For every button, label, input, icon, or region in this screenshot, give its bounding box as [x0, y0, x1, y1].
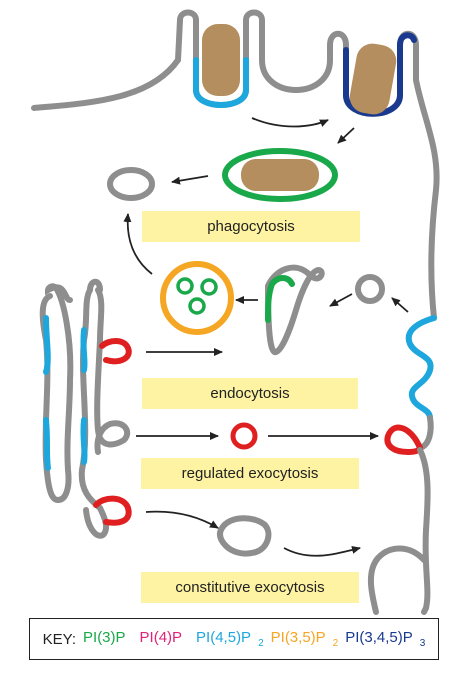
arrow-cup-to-cup: [251, 117, 329, 128]
arrow-constitutive-2: [283, 545, 361, 557]
arrow-cup-to-phagosome: [337, 127, 355, 144]
key-item-pi4p: PI(4)P: [139, 629, 183, 646]
early-endosome: [265, 264, 325, 355]
key-title: KEY:: [42, 630, 77, 648]
pi4p-fusion-right: [384, 424, 423, 456]
arrows: [123, 117, 409, 557]
arrow-vesicle-to-endosome: [329, 293, 353, 307]
regulated-exocytosis-label: regulated exocytosis: [141, 458, 359, 489]
pi4p-bud-constitutive: [93, 495, 132, 526]
regulated-secretory-vesicle: [230, 422, 258, 450]
vesicle-top-left: [107, 167, 155, 201]
plasma-membrane: [31, 9, 440, 615]
pi345p3-cup-segment: [343, 32, 417, 117]
pi4p-bud-endocytosis: [99, 338, 132, 365]
pi45p2-cup-segment: [193, 57, 249, 108]
left-tubular-compartment: [39, 278, 132, 539]
arrow-phagosome-to-vesicle: [171, 175, 209, 185]
particle-1: [202, 24, 240, 96]
arrow-constitutive-1: [145, 510, 219, 529]
particle-2: [349, 43, 397, 115]
arrow-mvb-to-vesicle: [123, 213, 153, 275]
phagosome-particle: [241, 159, 319, 191]
phagocytosis-label: phagocytosis: [142, 211, 360, 242]
key-item-pi3p: PI(3)P: [83, 629, 126, 646]
endocytosis-label: endocytosis: [142, 378, 358, 409]
vesicle-right: [355, 274, 385, 304]
arrow-membrane-to-vesicle: [391, 297, 409, 313]
pi45p2-right-segment: [405, 315, 437, 421]
phagosome-membrane: [222, 148, 338, 202]
constitutive-exocytosis-label: constitutive exocytosis: [141, 572, 359, 603]
constitutive-vesicle: [216, 515, 272, 557]
multivesicular-body: [160, 261, 234, 335]
